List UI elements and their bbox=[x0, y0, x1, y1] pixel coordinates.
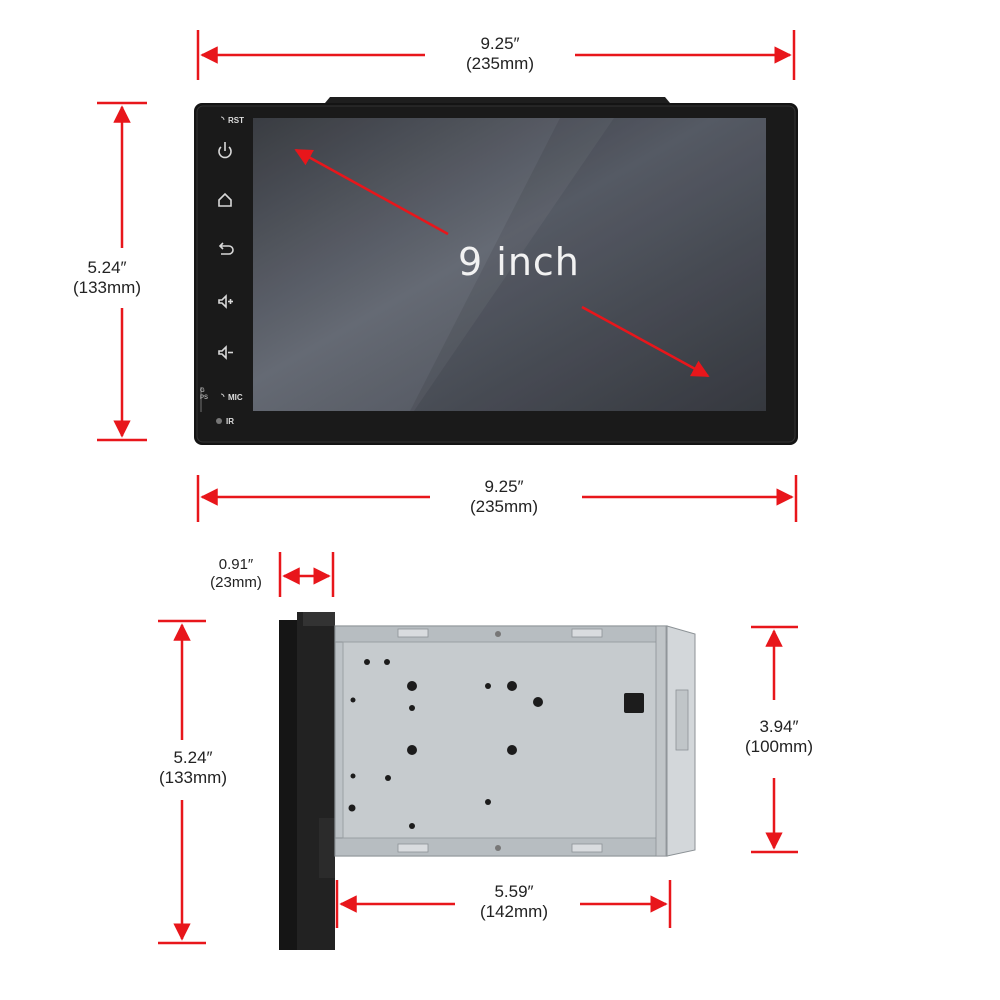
back-icon[interactable] bbox=[218, 242, 234, 255]
volume-down-icon[interactable] bbox=[218, 345, 233, 360]
chassis-height-dimension bbox=[751, 625, 798, 854]
metal-chassis bbox=[334, 625, 696, 857]
panel-depth-label: 0.91″ (23mm) bbox=[210, 556, 262, 591]
front-width-bottom-dimension bbox=[196, 475, 798, 522]
ir-label: IR bbox=[226, 417, 234, 426]
reset-label: RST bbox=[228, 116, 244, 125]
side-height-label: 5.24″ (133mm) bbox=[158, 748, 227, 787]
reset-hole-icon bbox=[220, 116, 225, 121]
front-height-dimension bbox=[97, 101, 147, 442]
diagonal-arrow-upper bbox=[294, 148, 449, 236]
front-height-label: 5.24″ (133mm) bbox=[72, 258, 141, 297]
head-unit-front bbox=[194, 97, 798, 445]
side-view bbox=[158, 552, 798, 950]
screen-size-label: 9 inch bbox=[458, 240, 580, 284]
front-width-bottom-label: 9.25″ (235mm) bbox=[469, 477, 538, 516]
front-panel-profile bbox=[279, 612, 335, 950]
front-width-top-label: 9.25″ (235mm) bbox=[465, 34, 534, 73]
mic-hole-icon bbox=[220, 393, 225, 398]
gps-label: GPS bbox=[200, 388, 209, 401]
front-width-top-dimension bbox=[196, 30, 796, 80]
chassis-depth-label: 5.59″ (142mm) bbox=[479, 882, 548, 921]
chassis-depth-dimension bbox=[335, 880, 672, 928]
power-icon[interactable] bbox=[218, 142, 232, 159]
home-icon[interactable] bbox=[218, 192, 232, 207]
ir-sensor-icon bbox=[216, 418, 222, 424]
volume-up-icon[interactable] bbox=[218, 294, 233, 309]
side-height-dimension bbox=[158, 619, 206, 945]
mic-label: MIC bbox=[228, 393, 243, 402]
panel-depth-dimension bbox=[278, 552, 335, 597]
diagonal-arrow-lower bbox=[581, 305, 710, 378]
chassis-height-label: 3.94″ (100mm) bbox=[744, 717, 813, 756]
front-view bbox=[97, 30, 798, 522]
